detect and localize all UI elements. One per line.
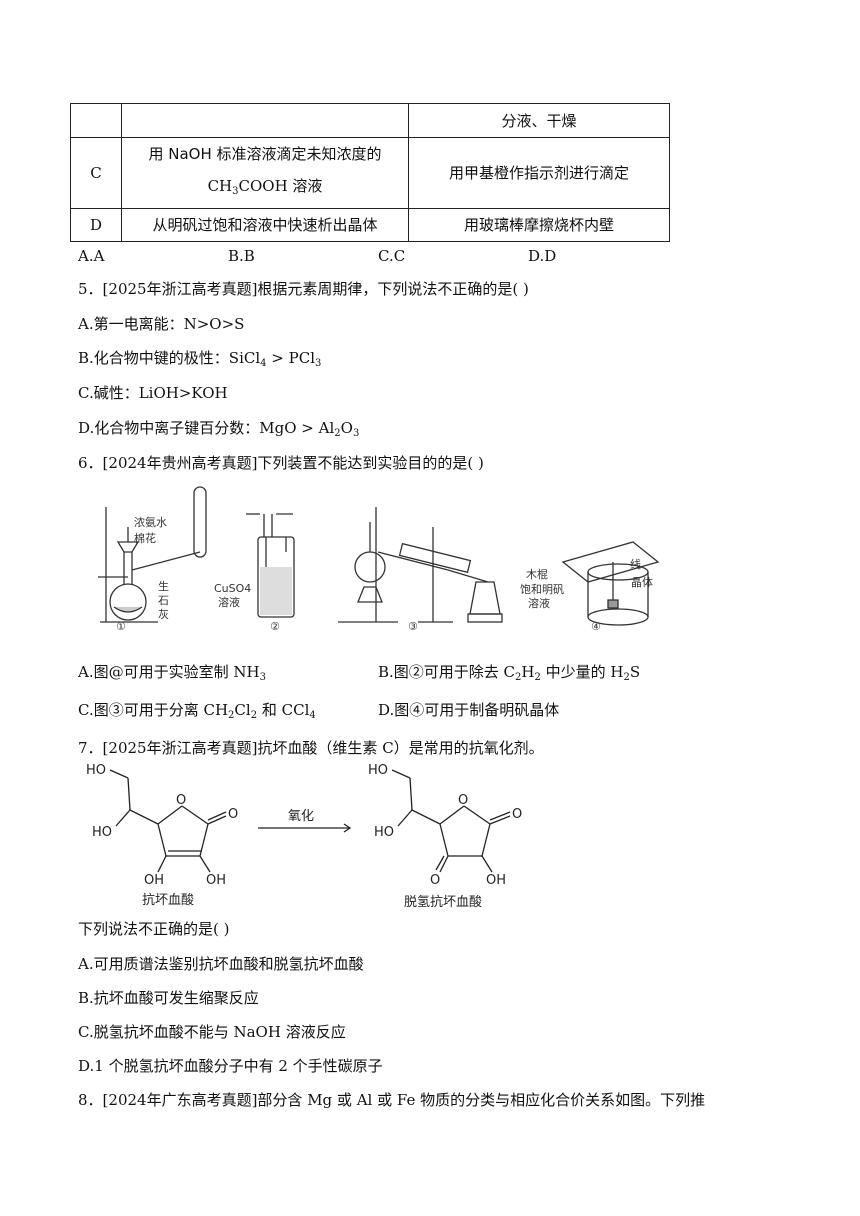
apparatus-3 [338, 507, 503, 623]
product-name: 脱氢抗坏血酸 [404, 895, 482, 910]
ho-label: HO [86, 763, 106, 778]
table-row: D 从明矾过饱和溶液中快速析出晶体 用玻璃棒摩擦烧杯内壁 [70, 208, 670, 242]
o-label: O [430, 873, 440, 888]
table-cell-col2: 用玻璃棒摩擦烧杯内壁 [408, 208, 670, 242]
q7-stem: 7．[2025年浙江高考真题]抗坏血酸（维生素 C）是常用的抗氧化剂。 [78, 739, 544, 757]
answer-option-a: A.A [78, 247, 105, 265]
label-crystal: 晶体 [631, 575, 653, 589]
ho-label: HO [374, 825, 394, 840]
o-label: O [176, 793, 186, 808]
table-cell-label [70, 103, 122, 138]
q6-stem: 6．[2024年贵州高考真题]下列装置不能达到实验目的的是( ) [78, 454, 484, 472]
label-cuso4-solution: 溶液 [218, 595, 240, 609]
q7-option-b: B.抗坏血酸可发生缩聚反应 [78, 989, 259, 1007]
table-cell-col2: 用甲基橙作指示剂进行滴定 [408, 137, 670, 209]
label-ammonia: 浓氨水 [134, 516, 167, 529]
label-cuso4: CuSO4 [214, 582, 251, 595]
table-cell-text: 用 NaOH 标准溶液滴定未知浓度的 [148, 145, 382, 163]
q8-stem: 8．[2024年广东高考真题]部分含 Mg 或 Al 或 Fe 物质的分类与相应… [78, 1091, 706, 1109]
q6-option-b: B.图②可用于除去 C2H2 中少量的 H2S [378, 663, 641, 683]
label-num-1: ① [116, 620, 126, 632]
label-sat-alum: 饱和明矾 [520, 582, 564, 596]
label-stick: 木棍 [526, 567, 548, 581]
q7-option-c: C.脱氢抗坏血酸不能与 NaOH 溶液反应 [78, 1023, 346, 1041]
label-thread: 线 [630, 557, 641, 571]
table-row: C 用 NaOH 标准溶液滴定未知浓度的 CH3COOH 溶液 用甲基橙作指示剂… [70, 137, 670, 209]
lab-apparatus-figure: 浓氨水 棉花 生 石 灰 CuSO4 溶液 木棍 线 晶体 饱和明矾 溶液 ① … [98, 486, 660, 632]
label-sat-alum-solution: 溶液 [528, 596, 550, 610]
q5-option-d: D.化合物中离子键百分数：MgO > Al2O3 [78, 419, 360, 439]
table-cell-col1: 从明矾过饱和溶液中快速析出晶体 [121, 208, 409, 242]
ho-label: HO [92, 825, 112, 840]
table-cell-formula: CH3COOH 溶液 [207, 177, 323, 197]
o-label: O [228, 807, 238, 822]
q7-sub-stem: 下列说法不正确的是( ) [78, 920, 230, 938]
answer-table: 分液、干燥 C 用 NaOH 标准溶液滴定未知浓度的 CH3COOH 溶液 用甲… [70, 103, 670, 242]
q5-option-b: B.化合物中键的极性：SiCl4 > PCl3 [78, 349, 322, 369]
oh-label: OH [486, 873, 506, 888]
label-num-3: ③ [408, 620, 418, 632]
table-row: 分液、干燥 [70, 103, 670, 138]
answer-option-b: B.B [228, 247, 255, 265]
label-lime-1: 生 [158, 579, 169, 593]
q5-option-a: A.第一电离能：N>O>S [78, 315, 245, 333]
q7-option-d: D.1 个脱氢抗坏血酸分子中有 2 个手性碳原子 [78, 1057, 383, 1075]
apparatus-2 [246, 513, 295, 618]
ho-label: HO [368, 763, 388, 778]
apparatus-1 [98, 486, 207, 623]
label-cotton: 棉花 [134, 531, 156, 545]
reactant-name: 抗坏血酸 [142, 893, 194, 908]
table-cell-col1 [121, 103, 409, 138]
oh-label: OH [144, 873, 164, 888]
answer-option-c: C.C [378, 247, 406, 265]
label-lime-2: 石 [158, 594, 169, 607]
q6-option-d: D.图④可用于制备明矾晶体 [378, 701, 560, 719]
reaction-label: 氧化 [288, 809, 314, 824]
chemical-structure-figure: HO HO O O OH OH 氧化 HO HO O O O OH 抗坏血酸 脱… [86, 763, 522, 910]
label-num-4: ④ [591, 620, 601, 632]
q5-option-c: C.碱性：LiOH>KOH [78, 384, 228, 402]
oh-label: OH [206, 873, 226, 888]
apparatus-4 [561, 541, 660, 626]
table-cell-label: D [70, 208, 122, 242]
q7-option-a: A.可用质谱法鉴别抗坏血酸和脱氢抗坏血酸 [78, 955, 364, 973]
table-cell-label: C [70, 137, 122, 209]
label-lime-3: 灰 [158, 607, 169, 621]
q5-stem: 5．[2025年浙江高考真题]根据元素周期律，下列说法不正确的是( ) [78, 280, 529, 298]
q6-option-c: C.图③可用于分离 CH2Cl2 和 CCl4 [78, 701, 316, 721]
table-cell-col2: 分液、干燥 [408, 103, 670, 138]
o-label: O [458, 793, 468, 808]
answer-option-d: D.D [528, 247, 557, 265]
table-cell-col1: 用 NaOH 标准溶液滴定未知浓度的 CH3COOH 溶液 [121, 137, 409, 209]
o-label: O [512, 807, 522, 822]
label-num-2: ② [270, 620, 280, 632]
q6-option-a: A.图@可用于实验室制 NH3 [78, 663, 266, 683]
